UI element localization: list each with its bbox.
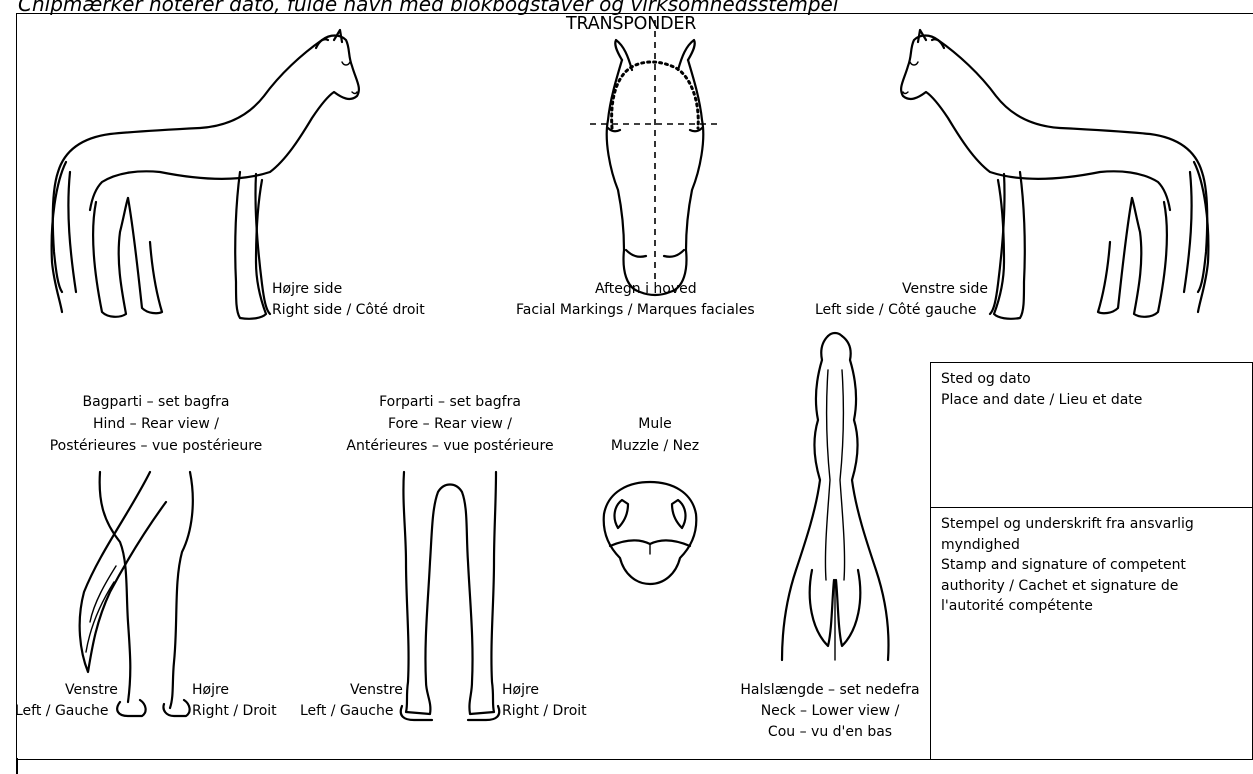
- right-side-label-en: Right side / Côté droit: [272, 300, 425, 320]
- fore-label-fr: Antérieures – vue postérieure: [330, 436, 570, 456]
- facial-markings-drawing[interactable]: [580, 40, 730, 300]
- hind-label-da: Bagparti – set bagfra: [45, 392, 267, 412]
- hind-hojre-label: Højre: [192, 680, 229, 700]
- neck-label-en: Neck – Lower view /: [730, 701, 930, 721]
- stamp-label-da: Stempel og underskrift fra ansvarlig myn…: [941, 514, 1216, 555]
- neck-label-da: Halslængde – set nedefra: [730, 680, 930, 700]
- place-date-label-en: Place and date / Lieu et date: [941, 390, 1242, 411]
- place-date-box[interactable]: Sted og dato Place and date / Lieu et da…: [930, 362, 1253, 508]
- fore-label-en: Fore – Rear view /: [330, 414, 570, 434]
- horse-right-side-drawing[interactable]: [30, 22, 370, 322]
- horse-left-side-drawing[interactable]: [890, 22, 1230, 322]
- place-date-label-da: Sted og dato: [941, 369, 1242, 390]
- hind-right-label: Right / Droit: [192, 701, 277, 721]
- hind-left-label: Left / Gauche: [15, 701, 108, 721]
- muzzle-label-da: Mule: [595, 414, 715, 434]
- fore-right-label: Right / Droit: [502, 701, 587, 721]
- hind-label-fr: Postérieures – vue postérieure: [45, 436, 267, 456]
- left-side-label-en: Left side / Côté gauche: [815, 300, 977, 320]
- transponder-title: TRANSPONDER: [566, 14, 696, 34]
- face-label-en: Facial Markings / Marques faciales: [516, 300, 755, 320]
- right-side-label-da: Højre side: [272, 279, 342, 299]
- muzzle-label-en: Muzzle / Nez: [595, 436, 715, 456]
- stamp-label-en: Stamp and signature of competent authori…: [941, 555, 1216, 617]
- neck-lower-view-drawing[interactable]: [776, 330, 896, 690]
- fore-left-label: Left / Gauche: [300, 701, 393, 721]
- hind-venstre-label: Venstre: [65, 680, 118, 700]
- hind-label-en: Hind – Rear view /: [45, 414, 267, 434]
- frame-tail: [16, 758, 18, 774]
- fore-hojre-label: Højre: [502, 680, 539, 700]
- fore-venstre-label: Venstre: [350, 680, 403, 700]
- left-side-label-da: Venstre side: [902, 279, 988, 299]
- face-label-da: Aftegn i hoved: [595, 279, 697, 299]
- fore-legs-rear-view-drawing[interactable]: [396, 472, 506, 722]
- fore-label-da: Forparti – set bagfra: [330, 392, 570, 412]
- muzzle-drawing[interactable]: [600, 478, 700, 588]
- neck-label-fr: Cou – vu d'en bas: [730, 722, 930, 742]
- stamp-signature-box[interactable]: Stempel og underskrift fra ansvarlig myn…: [930, 507, 1253, 760]
